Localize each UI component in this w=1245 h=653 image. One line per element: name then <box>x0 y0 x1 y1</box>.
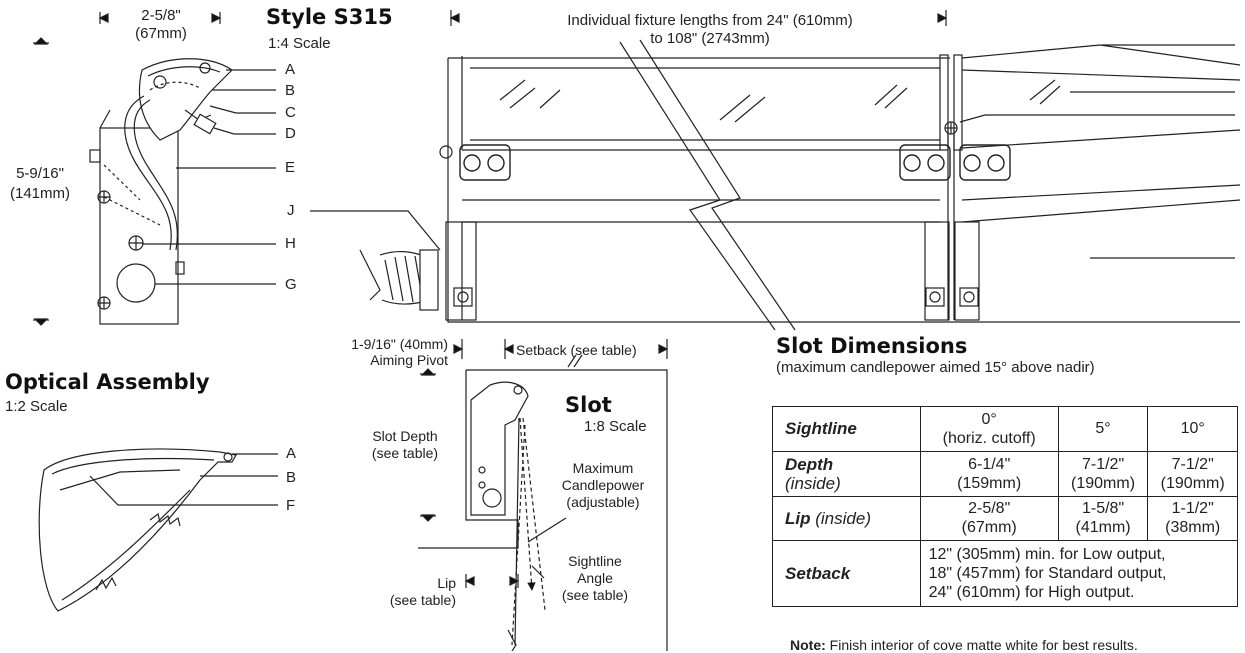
table-cell: 1-5/8" (41mm) <box>1057 495 1149 542</box>
row-header-setback: Setback <box>772 540 921 607</box>
dimensions-note: Note: Finish interior of cove matte whit… <box>790 637 1138 653</box>
cell-line: (190mm) <box>1160 474 1225 492</box>
row-header-lip: Lip (inside) <box>772 495 921 542</box>
dimensions-subtitle: (maximum candlepower aimed 15° above nad… <box>776 359 1095 376</box>
slot-dimensions-table: Sightline 0° (horiz. cutoff) 5° 10° Dept… <box>772 406 1239 607</box>
slot-title: Slot <box>565 393 612 417</box>
callout-c: C <box>285 104 296 121</box>
optical-assembly-drawing <box>38 448 278 612</box>
callout-a: A <box>285 61 296 78</box>
slot-cross-section <box>418 339 669 651</box>
note-label: Note: <box>790 637 826 653</box>
cell-line: 6-1/4" <box>968 455 1011 473</box>
fixture-length-line2: to 108" (2743mm) <box>650 30 770 47</box>
row-header-sub: (inside) <box>785 473 841 493</box>
max-cp-line1: Maximum <box>572 460 634 476</box>
s315-height-metric: (141mm) <box>9 185 70 202</box>
callout-j: J <box>287 202 295 219</box>
cell-line: 1-5/8" <box>1081 500 1125 518</box>
cell-line: 2-5/8" <box>968 500 1011 518</box>
cell-line: (41mm) <box>1075 519 1131 537</box>
lip-line2: (see table) <box>389 592 456 608</box>
optical-title: Optical Assembly <box>5 370 210 394</box>
callout-h: H <box>285 235 296 252</box>
slot-scale: 1:8 Scale <box>584 418 647 435</box>
optical-callout-f: F <box>286 497 296 514</box>
table-cell: 1-1/2" (38mm) <box>1147 495 1238 542</box>
cell-line: 1-1/2" <box>1171 500 1214 518</box>
table-cell: 10° <box>1147 406 1238 452</box>
row-header-label: Lip <box>785 508 811 528</box>
table-row: Sightline 0° (horiz. cutoff) 5° 10° <box>772 406 1238 452</box>
table-cell: 0° (horiz. cutoff) <box>919 406 1059 452</box>
sightline-angle-line3: (see table) <box>561 587 629 603</box>
row-header-sub: (inside) <box>815 508 871 528</box>
row-header-sightline: Sightline <box>772 406 921 452</box>
table-cell: 7-1/2" (190mm) <box>1057 450 1149 497</box>
sightline-angle-line2: Angle <box>577 570 613 586</box>
s315-width-metric: (67mm) <box>135 25 187 42</box>
cell-line: (190mm) <box>1071 474 1136 492</box>
table-cell: 7-1/2" (190mm) <box>1147 450 1238 497</box>
s315-title: Style S315 <box>266 5 393 29</box>
callout-g: G <box>285 276 297 293</box>
pivot-line2: Aiming Pivot <box>370 352 448 368</box>
slot-depth-line1: Slot Depth <box>372 428 438 444</box>
max-cp-line3: (adjustable) <box>566 494 640 510</box>
fixture-length-line1: Individual fixture lengths from 24" (610… <box>567 12 853 29</box>
table-cell: 6-1/4" (159mm) <box>919 450 1059 497</box>
s315-width-label: 2-5/8" <box>141 7 181 24</box>
cell-line: 0° <box>981 410 997 428</box>
table-row: Setback 12" (305mm) min. for Low output,… <box>772 540 1239 607</box>
callout-b: B <box>285 82 296 99</box>
s315-scale: 1:4 Scale <box>268 35 331 52</box>
callout-e: E <box>285 159 296 176</box>
slot-depth-line2: (see table) <box>371 445 439 461</box>
table-cell: 2-5/8" (67mm) <box>919 495 1059 542</box>
s315-side-view <box>33 12 441 326</box>
cell-line: (159mm) <box>957 474 1022 492</box>
table-row: Lip (inside) 2-5/8" (67mm) 1-5/8" (41mm)… <box>772 495 1238 542</box>
cell-line: (38mm) <box>1165 519 1221 537</box>
table-row: Depth (inside) 6-1/4" (159mm) 7-1/2" (19… <box>772 450 1238 497</box>
callout-d: D <box>285 125 296 142</box>
sightline-angle-line1: Sightline <box>568 553 622 569</box>
cell-line: 18" (457mm) for Standard output, <box>928 565 1167 583</box>
dimensions-title: Slot Dimensions <box>776 334 968 358</box>
row-header-depth: Depth (inside) <box>772 450 921 497</box>
optical-scale: 1:2 Scale <box>5 398 68 415</box>
s315-height-label: 5-9/16" <box>16 165 64 182</box>
cell-line: (67mm) <box>961 519 1017 537</box>
cell-line: 12" (305mm) min. for Low output, <box>928 546 1166 564</box>
fixture-elevation-drawing <box>359 10 1241 331</box>
cell-line: 7-1/2" <box>1171 455 1214 473</box>
cell-line: (horiz. cutoff) <box>942 429 1036 447</box>
table-cell: 5° <box>1057 406 1149 452</box>
optical-callout-b: B <box>286 469 297 486</box>
cell-line: 7-1/2" <box>1081 455 1125 473</box>
row-header-label: Depth <box>785 454 834 474</box>
note-text: Finish interior of cove matte white for … <box>829 637 1138 653</box>
max-cp-line2: Candlepower <box>561 477 645 493</box>
lip-line1: Lip <box>437 575 456 591</box>
table-cell: 12" (305mm) min. for Low output, 18" (45… <box>919 540 1239 607</box>
cell-line: 24" (610mm) for High output. <box>928 584 1135 602</box>
optical-callout-a: A <box>286 445 297 462</box>
setback-label: Setback (see table) <box>516 342 637 358</box>
pivot-line1: 1-9/16" (40mm) <box>351 336 448 352</box>
